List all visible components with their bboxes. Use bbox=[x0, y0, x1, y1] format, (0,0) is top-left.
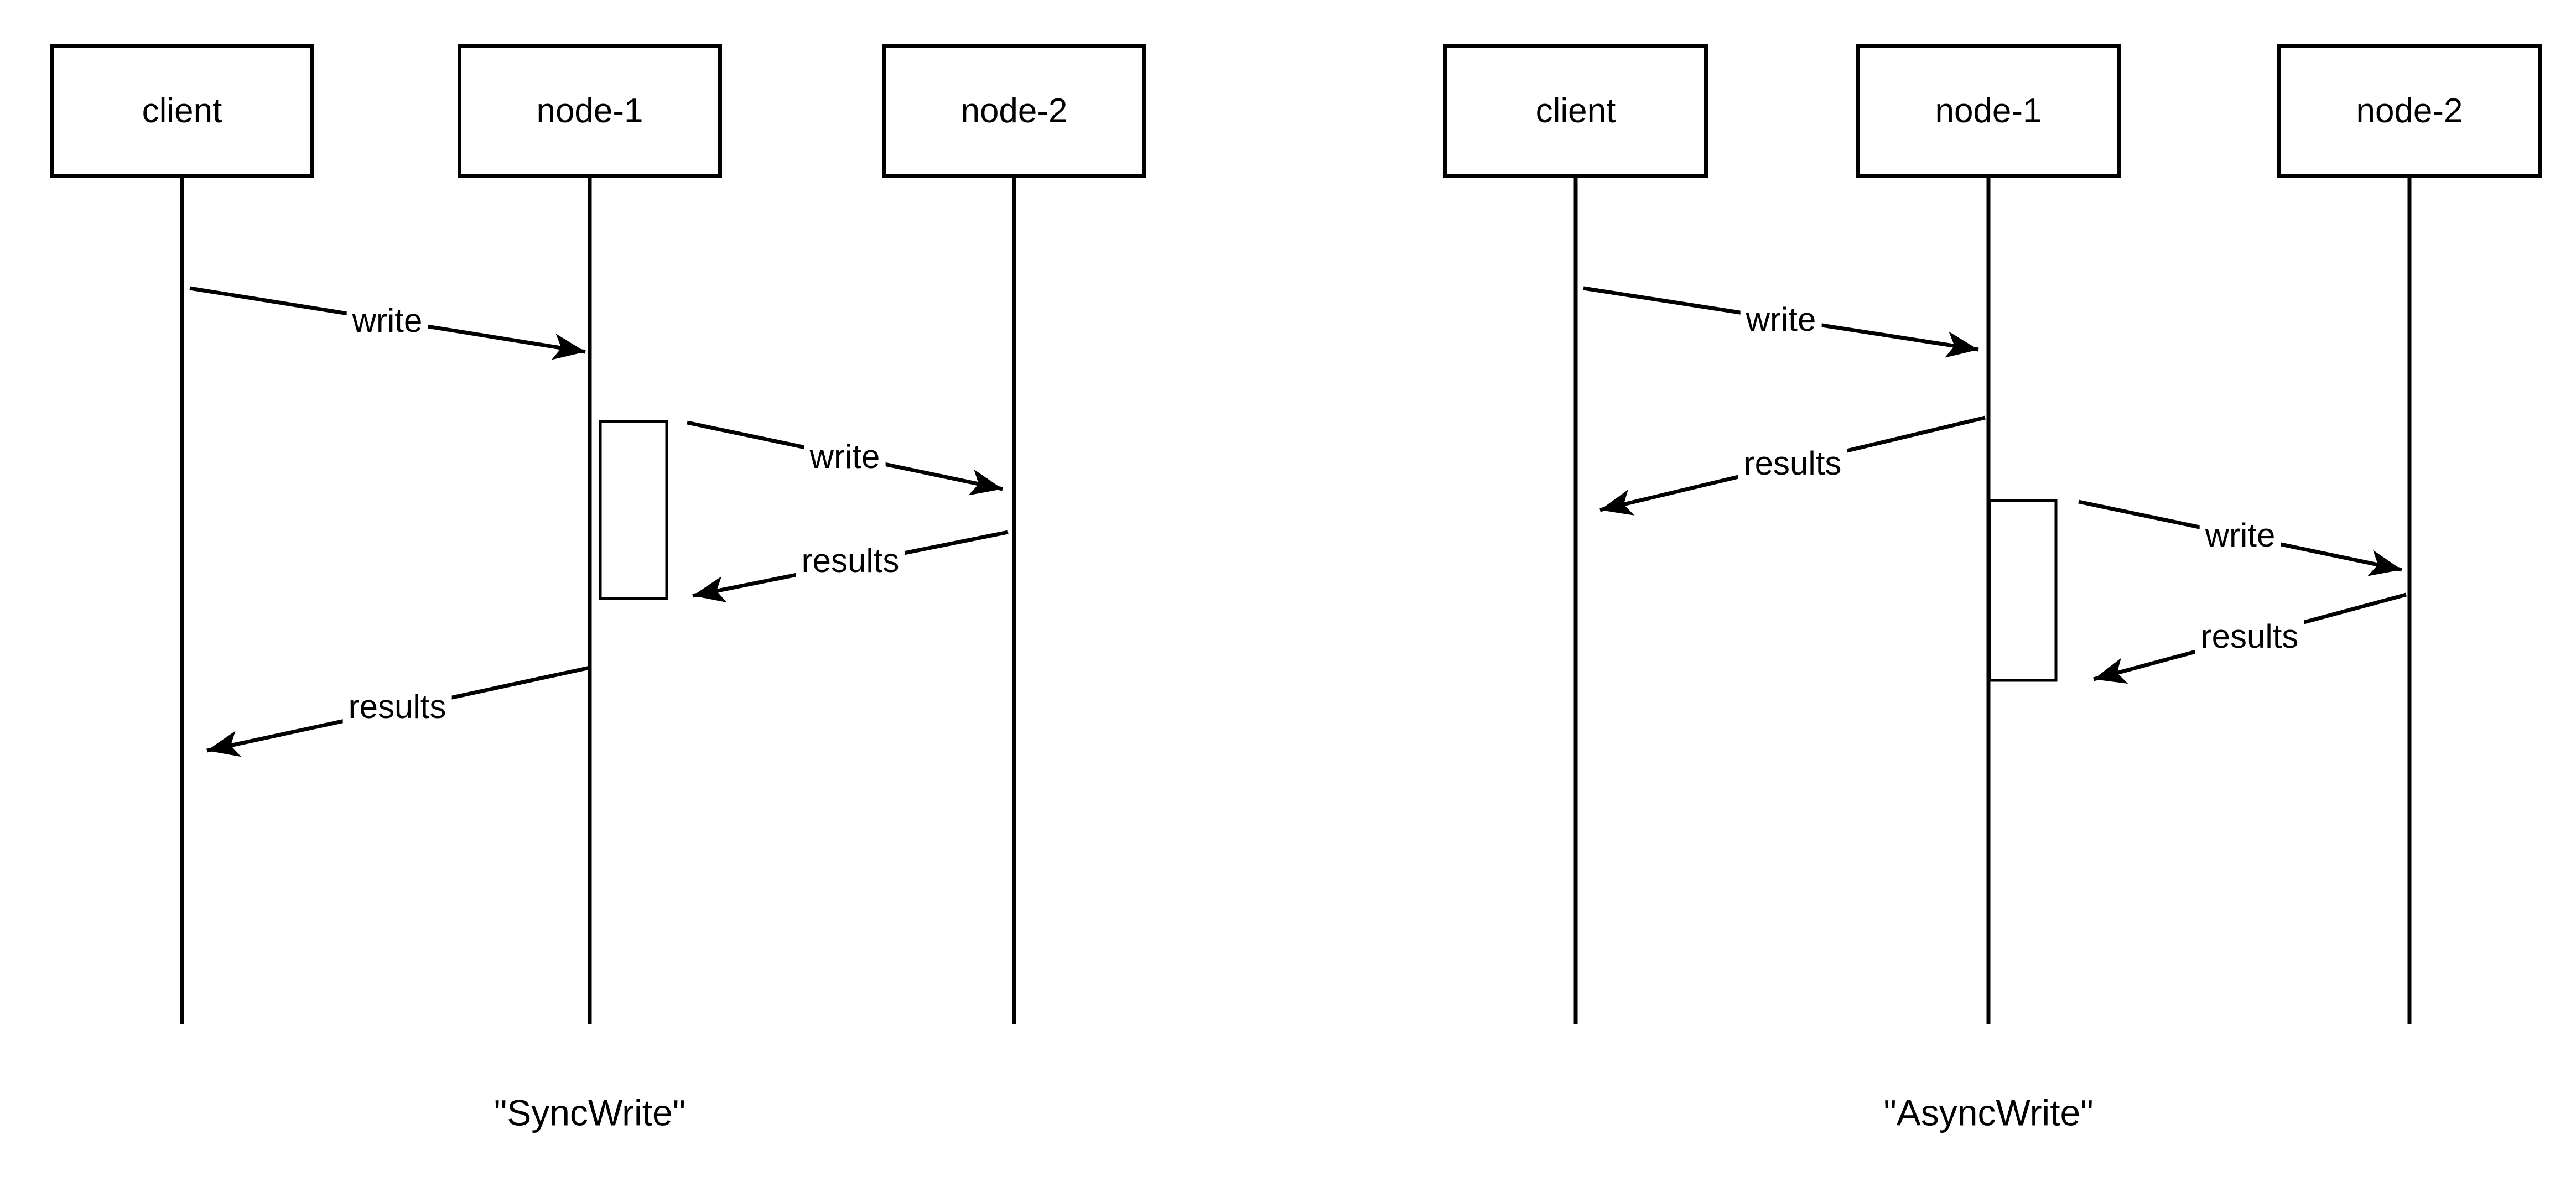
message-label-async-write-2: write bbox=[2199, 516, 2281, 555]
actor-label: client bbox=[142, 92, 222, 130]
actor-box-sync-node-2: node-2 bbox=[882, 44, 1146, 178]
actor-label: client bbox=[1535, 92, 1616, 130]
activation-bar-sync-node-1 bbox=[599, 420, 668, 600]
message-label-async-write-1: write bbox=[1740, 300, 1822, 339]
message-label-sync-results-2: results bbox=[342, 688, 452, 726]
diagram-caption-asyncwrite: "AsyncWrite" bbox=[1883, 1092, 2094, 1133]
actor-label: node-2 bbox=[2356, 92, 2463, 130]
actor-box-async-node-1: node-1 bbox=[1856, 44, 2121, 178]
actor-box-sync-client: client bbox=[50, 44, 314, 178]
message-label-async-results-2: results bbox=[2195, 617, 2304, 656]
message-label-sync-results-1: results bbox=[796, 542, 905, 580]
actor-label: node-1 bbox=[536, 92, 643, 130]
activation-bar-async-node-1 bbox=[1988, 499, 2058, 682]
diagram-caption-syncwrite: "SyncWrite" bbox=[494, 1092, 686, 1133]
message-label-sync-write-2: write bbox=[804, 438, 886, 476]
actor-label: node-1 bbox=[1935, 92, 2042, 130]
message-label-async-results-1: results bbox=[1738, 444, 1847, 483]
actor-box-async-node-2: node-2 bbox=[2277, 44, 2542, 178]
actor-label: node-2 bbox=[960, 92, 1068, 130]
actor-box-sync-node-1: node-1 bbox=[458, 44, 722, 178]
actor-box-async-client: client bbox=[1443, 44, 1708, 178]
message-label-sync-write-1: write bbox=[346, 301, 428, 340]
